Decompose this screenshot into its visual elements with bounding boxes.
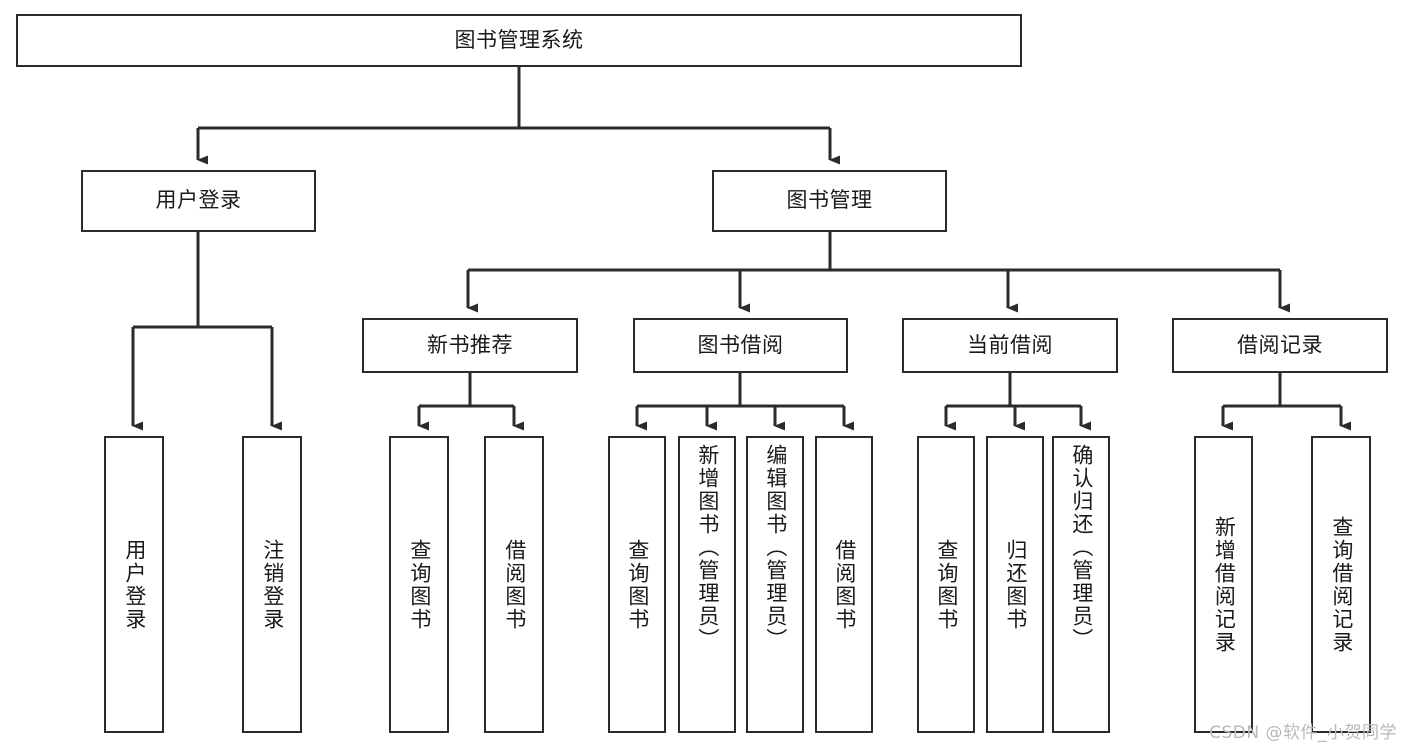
node-book-borrow-label: 图书借阅 [697, 332, 784, 357]
node-borrow-record-label: 借阅记录 [1237, 332, 1323, 357]
node-leaf-query-book-cur-label: 查询图书 [934, 538, 959, 631]
node-leaf-user-login-label: 用户登录 [122, 538, 147, 631]
node-leaf-query-record[interactable]: 查询借阅记录 [1311, 436, 1371, 733]
node-leaf-confirm-return-label: 确认归还（管理员） [1069, 444, 1094, 651]
node-leaf-borrow-book-rec[interactable]: 借阅图书 [484, 436, 544, 733]
node-leaf-add-record[interactable]: 新增借阅记录 [1194, 436, 1253, 733]
node-book-borrow[interactable]: 图书借阅 [633, 318, 848, 373]
node-leaf-user-logout[interactable]: 注销登录 [242, 436, 302, 733]
node-user-login-label: 用户登录 [155, 188, 242, 213]
node-leaf-query-book-rec[interactable]: 查询图书 [389, 436, 449, 733]
node-leaf-borrow-book[interactable]: 借阅图书 [815, 436, 873, 733]
node-leaf-borrow-book-label: 借阅图书 [832, 538, 857, 631]
node-leaf-query-book-borrow[interactable]: 查询图书 [608, 436, 666, 733]
node-leaf-return-book-label: 归还图书 [1003, 538, 1028, 631]
node-new-book-rec-label: 新书推荐 [427, 332, 513, 357]
node-leaf-add-book-label: 新增图书（管理员） [695, 444, 720, 651]
node-leaf-query-record-label: 查询借阅记录 [1329, 515, 1354, 654]
node-leaf-edit-book[interactable]: 编辑图书（管理员） [746, 436, 804, 733]
node-root-label: 图书管理系统 [454, 27, 584, 52]
node-leaf-return-book[interactable]: 归还图书 [986, 436, 1044, 733]
node-new-book-rec[interactable]: 新书推荐 [362, 318, 578, 373]
node-leaf-query-book-borrow-label: 查询图书 [625, 538, 650, 631]
node-current-borrow-label: 当前借阅 [967, 332, 1053, 357]
node-leaf-query-book-cur[interactable]: 查询图书 [917, 436, 975, 733]
node-root[interactable]: 图书管理系统 [16, 14, 1022, 67]
node-user-login[interactable]: 用户登录 [81, 170, 316, 232]
node-borrow-record[interactable]: 借阅记录 [1172, 318, 1388, 373]
node-leaf-add-book[interactable]: 新增图书（管理员） [678, 436, 736, 733]
node-leaf-add-record-label: 新增借阅记录 [1212, 515, 1237, 654]
node-leaf-confirm-return[interactable]: 确认归还（管理员） [1052, 436, 1110, 733]
node-leaf-user-login[interactable]: 用户登录 [104, 436, 164, 733]
node-leaf-user-logout-label: 注销登录 [260, 538, 285, 631]
node-current-borrow[interactable]: 当前借阅 [902, 318, 1118, 373]
node-leaf-edit-book-label: 编辑图书（管理员） [763, 444, 788, 651]
node-leaf-borrow-book-rec-label: 借阅图书 [502, 538, 527, 631]
node-leaf-query-book-rec-label: 查询图书 [407, 538, 432, 631]
node-book-manage-label: 图书管理 [786, 188, 873, 213]
node-book-manage[interactable]: 图书管理 [712, 170, 947, 232]
